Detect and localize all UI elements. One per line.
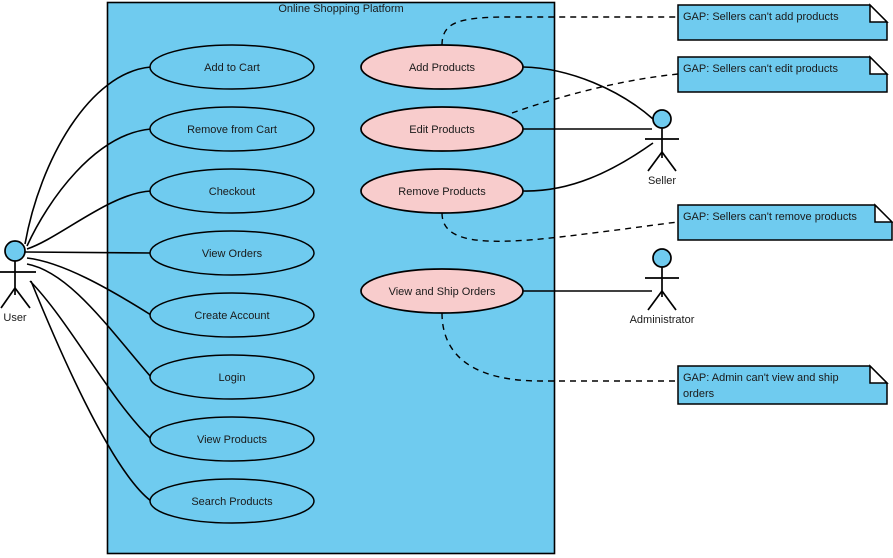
- actor-leg-right: [661, 290, 677, 311]
- use-case-label: Checkout: [209, 186, 255, 198]
- actor-seller[interactable]: Seller: [645, 109, 679, 187]
- note-shape[interactable]: [677, 365, 888, 405]
- use-case-view-products[interactable]: View Products: [149, 416, 315, 462]
- use-case-label: Create Account: [194, 310, 269, 322]
- use-case-label: Add to Cart: [204, 62, 260, 74]
- use-case-shape[interactable]: [149, 106, 315, 152]
- actor-leg-left: [647, 151, 663, 172]
- actor-user[interactable]: User: [0, 240, 36, 324]
- use-case-shape[interactable]: [149, 354, 315, 400]
- note-fold-corner: [869, 55, 889, 75]
- use-case-label: Add Products: [409, 62, 476, 74]
- note-remove-products[interactable]: GAP: Sellers can't remove products: [677, 203, 893, 241]
- actor-leg-right: [14, 287, 31, 309]
- use-case-shape[interactable]: [149, 44, 315, 90]
- note-admin-view-ship[interactable]: GAP: Admin can't view and ship orders: [677, 364, 889, 405]
- actor-label: Administrator: [630, 314, 695, 326]
- note-shape[interactable]: [677, 4, 888, 41]
- association-user-create-account: [26, 257, 152, 316]
- use-case-remove-from-cart[interactable]: Remove from Cart: [149, 106, 315, 152]
- use-case-login[interactable]: Login: [149, 354, 315, 400]
- use-case-search-products[interactable]: Search Products: [149, 478, 315, 524]
- use-case-group: Add to Cart Remove from Cart Checkout Vi…: [149, 44, 524, 524]
- use-case-label: Search Products: [191, 496, 273, 508]
- gap-link-add-products: [441, 16, 678, 46]
- use-case-label: Login: [219, 372, 246, 384]
- use-case-label: Edit Products: [409, 124, 475, 136]
- association-user-view-orders: [24, 251, 152, 254]
- association-user-add-to-cart: [24, 66, 152, 245]
- association-user-login: [26, 263, 152, 378]
- use-case-remove-products[interactable]: Remove Products: [360, 168, 524, 214]
- use-case-label: View Products: [197, 434, 268, 446]
- use-case-shape[interactable]: [360, 106, 524, 152]
- association-user-remove-from-cart: [26, 128, 152, 247]
- actor-administrator[interactable]: Administrator: [630, 248, 695, 326]
- actor-label: Seller: [648, 175, 676, 187]
- note-fold-corner: [874, 203, 893, 223]
- association-seller-remove-products: [522, 142, 654, 192]
- use-case-shape[interactable]: [360, 168, 524, 214]
- use-case-shape[interactable]: [149, 478, 315, 524]
- gap-link-group: [441, 16, 679, 382]
- note-line-1: GAP: Admin can't view and ship: [683, 372, 839, 384]
- use-case-shape[interactable]: [360, 44, 524, 90]
- actor-leg-left: [0, 287, 16, 309]
- use-case-shape[interactable]: [149, 168, 315, 214]
- use-case-label: Remove from Cart: [187, 124, 277, 136]
- note-line: GAP: Sellers can't add products: [683, 11, 839, 23]
- association-group-seller: [522, 66, 654, 192]
- note-shape[interactable]: [677, 204, 893, 241]
- note-line: GAP: Sellers can't remove products: [683, 211, 857, 223]
- association-seller-add-products: [522, 66, 654, 120]
- note-shape[interactable]: [677, 56, 888, 93]
- use-case-label: View and Ship Orders: [389, 286, 496, 298]
- association-user-view-products: [29, 280, 152, 440]
- use-case-shape[interactable]: [149, 230, 315, 276]
- actor-leg-left: [647, 290, 663, 311]
- association-group-user: [24, 66, 152, 502]
- use-case-view-and-ship-orders[interactable]: View and Ship Orders: [360, 268, 524, 314]
- actor-head-icon: [652, 248, 672, 268]
- note-fold-corner: [869, 3, 889, 23]
- use-case-shape[interactable]: [149, 292, 315, 338]
- use-case-edit-products[interactable]: Edit Products: [360, 106, 524, 152]
- system-boundary-title: Online Shopping Platform: [278, 3, 403, 15]
- note-fold-corner: [869, 364, 889, 384]
- note-edit-products[interactable]: GAP: Sellers can't edit products: [677, 55, 889, 93]
- actor-label: User: [3, 312, 27, 324]
- use-case-create-account[interactable]: Create Account: [149, 292, 315, 338]
- association-user-search-products: [30, 280, 152, 502]
- note-add-products[interactable]: GAP: Sellers can't add products: [677, 3, 889, 41]
- note-line: GAP: Sellers can't edit products: [683, 63, 838, 75]
- use-case-label: View Orders: [202, 248, 263, 260]
- gap-link-remove-products: [441, 212, 679, 242]
- actor-head-icon: [652, 109, 672, 129]
- use-case-shape[interactable]: [149, 416, 315, 462]
- use-case-add-to-cart[interactable]: Add to Cart: [149, 44, 315, 90]
- gap-link-edit-products: [511, 73, 679, 114]
- use-case-label: Remove Products: [398, 186, 486, 198]
- association-user-checkout: [26, 190, 152, 250]
- actor-leg-right: [661, 151, 677, 172]
- gap-link-view-and-ship-orders: [441, 312, 678, 382]
- use-case-add-products[interactable]: Add Products: [360, 44, 524, 90]
- actor-head-icon: [4, 240, 26, 262]
- use-case-shape[interactable]: [360, 268, 524, 314]
- use-case-view-orders[interactable]: View Orders: [149, 230, 315, 276]
- note-line-2: orders: [683, 388, 715, 400]
- use-case-checkout[interactable]: Checkout: [149, 168, 315, 214]
